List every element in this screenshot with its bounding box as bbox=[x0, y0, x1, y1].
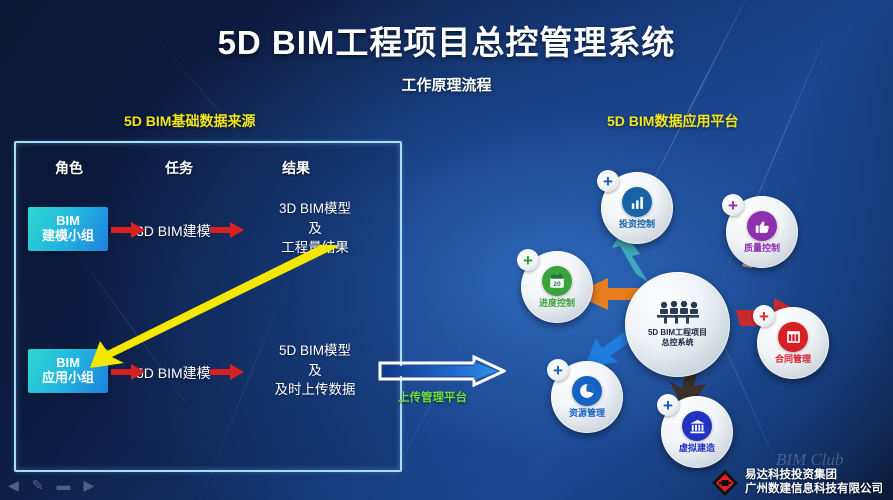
page-title: 5D BIM工程项目总控管理系统 bbox=[217, 24, 676, 61]
red-arrow-icon bbox=[111, 364, 145, 380]
red-arrow-icon bbox=[210, 364, 244, 380]
presentation-navbar[interactable]: ◀ ✎ ▬ ▶ bbox=[8, 478, 94, 492]
hub-label: 5D BIM工程项目 总控系统 bbox=[648, 328, 707, 349]
yellow-feedback-arrow-icon bbox=[90, 245, 338, 368]
application-node-5[interactable]: + 资源管理 bbox=[547, 359, 623, 433]
node-label: 进度控制 bbox=[538, 298, 575, 308]
node-icon-disc bbox=[778, 322, 808, 352]
result-text-3d: 3D BIM模型 及 工程量结果 bbox=[245, 199, 385, 258]
node-icon-disc: 20 bbox=[542, 266, 572, 296]
plus-badge-icon[interactable]: + bbox=[547, 359, 569, 381]
result-line-3: 工程量结果 bbox=[281, 240, 349, 256]
role-line-2: 建模小组 bbox=[41, 228, 94, 243]
central-hub-node[interactable]: 5D BIM工程项目 总控系统 bbox=[625, 272, 730, 377]
diamond-logo-icon bbox=[712, 470, 738, 496]
hub-label-line-2: 总控系统 bbox=[661, 338, 694, 347]
nav-pen-icon[interactable]: ✎ bbox=[31, 477, 44, 493]
bim-club-watermark: BIM Club bbox=[776, 450, 844, 469]
calendar-20-icon: 20 bbox=[550, 273, 564, 288]
result-line-2: 及 bbox=[308, 362, 322, 378]
node-label: 虚拟建造 bbox=[678, 443, 715, 453]
bank-building-icon bbox=[689, 419, 705, 433]
nav-slide-icon[interactable]: ▬ bbox=[56, 477, 71, 493]
pie-clock-icon bbox=[580, 384, 594, 398]
column-header-result: 结果 bbox=[282, 160, 310, 176]
node-icon-disc bbox=[747, 211, 777, 241]
node-icon-disc bbox=[572, 376, 602, 406]
node-icon-disc bbox=[622, 187, 652, 217]
red-arrow-icon bbox=[210, 222, 244, 238]
left-section-heading: 5D BIM基础数据来源 bbox=[124, 113, 256, 129]
nav-forward-icon[interactable]: ▶ bbox=[83, 477, 95, 493]
node-label: 资源管理 bbox=[568, 408, 605, 418]
thumbs-up-icon bbox=[755, 221, 769, 233]
result-line-1: 5D BIM模型 bbox=[278, 343, 351, 358]
result-line-2: 及 bbox=[308, 220, 322, 236]
column-header-role: 角色 bbox=[55, 160, 83, 176]
upload-arrow-icon bbox=[378, 355, 506, 387]
bar-chart-icon bbox=[631, 196, 643, 209]
meeting-table-icon bbox=[656, 300, 699, 324]
plus-badge-icon[interactable]: + bbox=[657, 394, 679, 416]
plus-badge-icon[interactable]: + bbox=[517, 249, 539, 271]
right-section-heading: 5D BIM数据应用平台 bbox=[607, 113, 739, 129]
svg-text:20: 20 bbox=[553, 281, 561, 288]
company-line-1: 易达科技投资集团 bbox=[745, 469, 837, 481]
task-label-3d-modeling: 3D BIM建模 bbox=[136, 223, 211, 239]
company-line-2: 广州数建信息科技有限公司 bbox=[745, 483, 883, 496]
upload-platform-label: 上传管理平台 bbox=[398, 392, 467, 404]
column-header-task: 任务 bbox=[165, 160, 193, 176]
plus-badge-icon[interactable]: + bbox=[722, 194, 744, 216]
node-label: 投资控制 bbox=[618, 219, 655, 229]
plus-badge-icon[interactable]: + bbox=[753, 305, 775, 327]
plus-badge-icon[interactable]: + bbox=[597, 170, 619, 192]
page-subtitle: 工作原理流程 bbox=[401, 77, 492, 94]
role-line-2: 应用小组 bbox=[41, 370, 94, 385]
role-line-1: BIM bbox=[56, 213, 80, 229]
result-line-1: 3D BIM模型 bbox=[278, 201, 351, 216]
red-arrow-icon bbox=[111, 222, 145, 238]
nav-back-icon[interactable]: ◀ bbox=[8, 477, 19, 493]
company-credit: 易达科技投资集团 广州数建信息科技有限公司 bbox=[745, 468, 883, 497]
result-text-5d: 5D BIM模型 及 及时上传数据 bbox=[245, 341, 385, 400]
role-box-modeling-team[interactable]: BIM 建模小组 bbox=[28, 207, 108, 251]
application-node-6[interactable]: + 虚拟建造 bbox=[657, 394, 733, 468]
node-label: 合同管理 bbox=[774, 354, 811, 364]
result-line-3: 及时上传数据 bbox=[274, 382, 356, 398]
hub-label-line-1: 5D BIM工程项目 bbox=[647, 327, 708, 337]
application-node-3[interactable]: +20 进度控制 bbox=[517, 249, 593, 323]
application-node-1[interactable]: + 投资控制 bbox=[597, 170, 673, 244]
task-label-5d-modeling: 5D BIM建模 bbox=[136, 365, 211, 381]
node-icon-disc bbox=[682, 411, 712, 441]
archive-files-icon bbox=[786, 330, 800, 343]
node-label: 质量控制 bbox=[743, 243, 780, 253]
application-node-4[interactable]: + 合同管理 bbox=[753, 305, 829, 379]
role-line-1: BIM bbox=[56, 355, 80, 371]
application-node-2[interactable]: + 质量控制 bbox=[722, 194, 798, 268]
